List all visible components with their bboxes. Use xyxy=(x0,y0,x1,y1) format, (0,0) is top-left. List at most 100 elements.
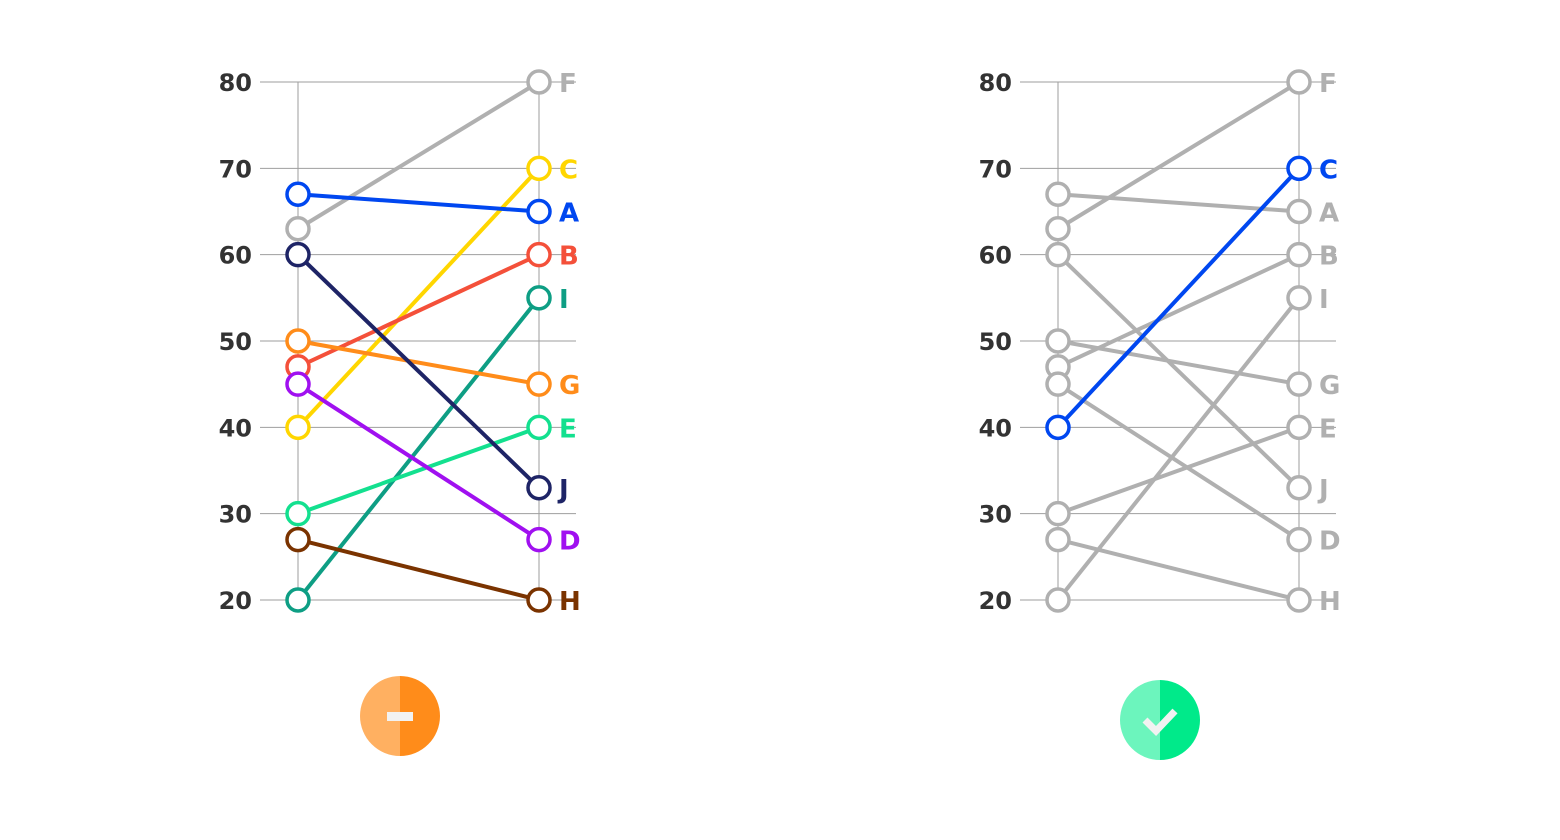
y-tick-label: 60 xyxy=(219,242,252,270)
start-point xyxy=(1045,181,1071,207)
series-line xyxy=(296,425,541,516)
series-line xyxy=(296,339,541,387)
start-point xyxy=(285,241,311,268)
series-G: G xyxy=(285,328,580,401)
y-tick-label: 20 xyxy=(979,587,1012,615)
series-label: J xyxy=(1317,475,1329,505)
series-line xyxy=(1056,80,1301,231)
series-label: D xyxy=(559,527,581,557)
y-tick-label: 60 xyxy=(979,242,1012,270)
end-point xyxy=(526,414,552,441)
series-label: G xyxy=(559,371,580,401)
series-label: I xyxy=(559,285,569,315)
end-point xyxy=(1286,155,1312,182)
series-C: C xyxy=(285,155,578,441)
series-H: H xyxy=(285,526,581,617)
badge-left-half xyxy=(360,676,400,756)
start-point xyxy=(1045,587,1071,613)
end-point xyxy=(1286,285,1312,311)
series-label: F xyxy=(559,69,577,99)
series-line xyxy=(296,192,541,214)
start-point xyxy=(285,328,311,354)
series-line xyxy=(296,252,541,369)
series-F: F xyxy=(285,69,577,242)
end-point xyxy=(526,587,552,613)
series-line xyxy=(1056,537,1301,602)
series-D: D xyxy=(285,371,581,557)
end-point xyxy=(1286,587,1312,613)
series-J: J xyxy=(285,241,569,505)
series-J: J xyxy=(1045,241,1329,505)
y-tick-label: 80 xyxy=(979,69,1012,97)
y-tick-label: 30 xyxy=(219,501,252,529)
start-point xyxy=(1045,526,1071,553)
series-line xyxy=(1056,339,1301,387)
y-tick-label: 40 xyxy=(979,414,1012,442)
series-label: B xyxy=(1319,242,1339,272)
series-line xyxy=(1056,295,1301,602)
start-point xyxy=(1045,414,1071,441)
y-tick-label: 50 xyxy=(979,328,1012,356)
start-point xyxy=(285,216,311,242)
start-point xyxy=(1045,241,1071,268)
end-point xyxy=(1286,475,1312,501)
start-point xyxy=(1045,328,1071,354)
series-E: E xyxy=(285,414,577,527)
y-tick-label: 70 xyxy=(979,155,1012,183)
series-line xyxy=(296,252,541,490)
end-point xyxy=(526,526,552,553)
start-point xyxy=(285,371,311,397)
end-point xyxy=(526,241,552,268)
series-label: A xyxy=(559,199,579,229)
minus-icon xyxy=(387,712,413,721)
start-point xyxy=(1045,216,1071,242)
badge-right-half xyxy=(1160,680,1200,760)
series-label: F xyxy=(1319,69,1337,99)
end-point xyxy=(526,155,552,182)
series-label: C xyxy=(559,155,578,185)
series-A: A xyxy=(1045,181,1339,229)
start-point xyxy=(285,500,311,527)
series-line xyxy=(296,166,541,430)
series-G: G xyxy=(1045,328,1340,401)
y-tick-label: 80 xyxy=(219,69,252,97)
series-C: C xyxy=(1045,155,1338,441)
series-label: E xyxy=(1319,414,1337,444)
check-badge xyxy=(1120,680,1200,760)
y-tick-label: 30 xyxy=(979,501,1012,529)
y-tick-label: 20 xyxy=(219,587,252,615)
start-point xyxy=(285,526,311,553)
end-point xyxy=(1286,241,1312,268)
series-I: I xyxy=(285,285,569,613)
series-line xyxy=(296,537,541,602)
series-label: D xyxy=(1319,527,1341,557)
y-tick-label: 40 xyxy=(219,414,252,442)
end-point xyxy=(1286,414,1312,441)
start-point xyxy=(285,587,311,613)
end-point xyxy=(1286,371,1312,397)
end-point xyxy=(1286,526,1312,553)
start-point xyxy=(285,414,311,441)
series-A: A xyxy=(285,181,579,229)
start-point xyxy=(1045,500,1071,527)
series-line xyxy=(1056,425,1301,516)
end-point xyxy=(1286,198,1312,225)
series-label: B xyxy=(559,242,579,272)
series-label: G xyxy=(1319,371,1340,401)
end-point xyxy=(526,198,552,225)
start-point xyxy=(1045,371,1071,397)
start-point xyxy=(285,181,311,207)
series-label: I xyxy=(1319,285,1329,315)
series-label: A xyxy=(1319,199,1339,229)
series-label: H xyxy=(559,587,581,617)
series-E: E xyxy=(1045,414,1337,527)
series-label: C xyxy=(1319,155,1338,185)
end-point xyxy=(526,371,552,397)
series-D: D xyxy=(1045,371,1341,557)
badge-left-half xyxy=(1120,680,1160,760)
end-point xyxy=(526,285,552,311)
end-point xyxy=(526,69,552,95)
series-line xyxy=(296,295,541,602)
series-H: H xyxy=(1045,526,1341,617)
